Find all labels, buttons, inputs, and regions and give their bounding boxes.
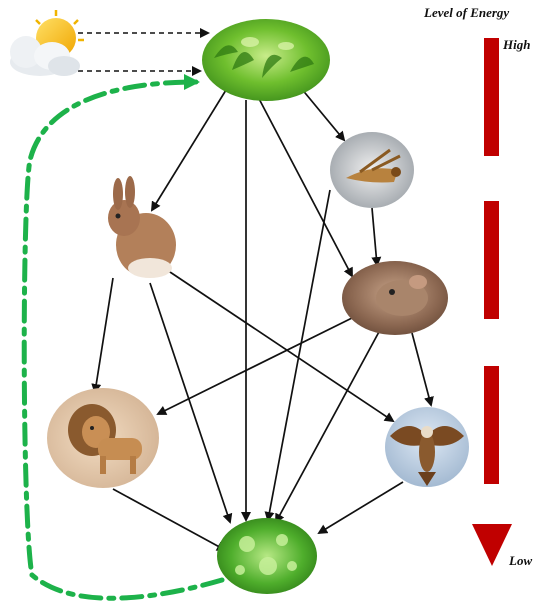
edge-grasshopper-mouse	[372, 208, 377, 265]
mouse-icon	[342, 261, 448, 335]
energy-scale-title: Level of Energy	[424, 5, 509, 21]
energy-high-label: High	[503, 37, 530, 53]
energy-low-label: Low	[509, 553, 532, 569]
rabbit-icon	[108, 176, 176, 278]
edge-rabbit-lion	[95, 278, 113, 392]
energy-bar-segment	[484, 201, 499, 319]
energy-bar-segment	[484, 38, 499, 156]
edge-mouse-decomposer	[276, 330, 380, 522]
edge-mouse-hawk	[412, 333, 431, 405]
energy-bar-segment	[484, 366, 499, 484]
energy-arrowhead	[472, 524, 512, 566]
grasshopper-icon	[330, 132, 414, 208]
decomposer-icon	[217, 518, 317, 594]
sun-cloud-icon	[10, 10, 84, 76]
edge-lion-decomposer	[113, 489, 225, 550]
hawk-icon	[385, 407, 469, 487]
edge-plant-rabbit	[152, 90, 226, 210]
edge-hawk-decomposer	[319, 482, 403, 533]
energy-scale	[472, 38, 512, 566]
recycle-arrow	[24, 82, 222, 598]
edge-rabbit-decomposer	[150, 283, 230, 522]
edge-mouse-lion	[158, 318, 352, 414]
lion-icon	[47, 388, 159, 488]
plant-icon	[202, 19, 330, 101]
